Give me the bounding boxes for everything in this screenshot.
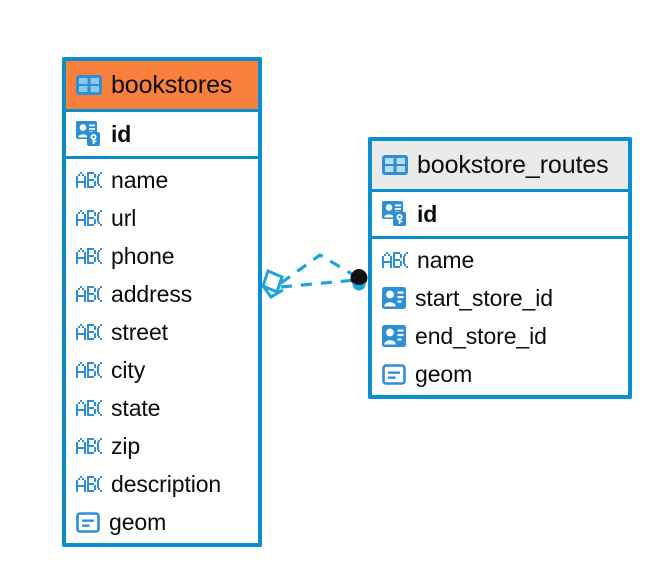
- geometry-icon: [76, 511, 100, 533]
- field-label: state: [111, 394, 161, 421]
- field-label: street: [111, 318, 168, 345]
- primary-key-section: id: [66, 109, 258, 159]
- field-label: id: [111, 120, 132, 147]
- geometry-icon: [382, 363, 406, 385]
- relationship-line-lower: [280, 278, 357, 289]
- field-label: name: [111, 166, 169, 193]
- field-label: city: [111, 356, 146, 383]
- text-abc-icon: [76, 210, 102, 226]
- field-list-bookstore-routes: name start_store_id: [372, 239, 628, 397]
- field-label: id: [417, 200, 438, 227]
- field-row-id[interactable]: id: [66, 112, 258, 156]
- field-row-id[interactable]: id: [372, 192, 628, 236]
- field-row-geom[interactable]: geom: [66, 503, 258, 541]
- field-label: description: [111, 470, 222, 497]
- field-label: geom: [109, 508, 167, 535]
- entity-title: bookstore_routes: [417, 150, 609, 179]
- text-abc-icon: [76, 400, 102, 416]
- field-label: phone: [111, 242, 175, 269]
- field-row-phone[interactable]: phone: [66, 237, 258, 275]
- entity-header-bookstores[interactable]: bookstores: [66, 61, 258, 109]
- primary-key-icon: [76, 121, 100, 146]
- table-grid-icon: [382, 155, 408, 175]
- field-label: url: [111, 204, 137, 231]
- text-abc-icon: [76, 248, 102, 264]
- entity-bookstores[interactable]: bookstores id: [62, 57, 262, 547]
- field-row-description[interactable]: description: [66, 465, 258, 503]
- field-row-city[interactable]: city: [66, 351, 258, 389]
- field-row-start-store-id[interactable]: start_store_id: [372, 279, 628, 317]
- crows-foot-diamond-icon: [261, 268, 284, 299]
- primary-key-icon: [382, 201, 406, 226]
- field-label: geom: [415, 360, 473, 387]
- foreign-key-icon: [382, 325, 406, 347]
- field-row-name[interactable]: name: [66, 161, 258, 199]
- field-row-state[interactable]: state: [66, 389, 258, 427]
- field-label: address: [111, 280, 193, 307]
- field-row-end-store-id[interactable]: end_store_id: [372, 317, 628, 355]
- field-row-name[interactable]: name: [372, 241, 628, 279]
- field-row-zip[interactable]: zip: [66, 427, 258, 465]
- field-label: zip: [111, 432, 141, 459]
- field-list-bookstores: name url: [66, 159, 258, 545]
- entity-header-bookstore-routes[interactable]: bookstore_routes: [372, 141, 628, 189]
- field-label: end_store_id: [415, 322, 547, 349]
- text-abc-icon: [76, 172, 102, 188]
- primary-key-section: id: [372, 189, 628, 239]
- field-row-address[interactable]: address: [66, 275, 258, 313]
- text-abc-icon: [76, 476, 102, 492]
- table-grid-icon: [76, 75, 102, 95]
- relationship-line-upper: [280, 253, 358, 285]
- field-label: start_store_id: [415, 284, 553, 311]
- field-row-geom[interactable]: geom: [372, 355, 628, 393]
- text-abc-icon: [76, 362, 102, 378]
- text-abc-icon: [382, 252, 408, 268]
- foreign-key-icon: [382, 287, 406, 309]
- filled-dot-icon: [350, 269, 368, 291]
- field-label: name: [417, 246, 475, 273]
- text-abc-icon: [76, 286, 102, 302]
- entity-bookstore-routes[interactable]: bookstore_routes id: [368, 137, 632, 399]
- entity-title: bookstores: [111, 70, 233, 99]
- field-row-street[interactable]: street: [66, 313, 258, 351]
- text-abc-icon: [76, 438, 102, 454]
- text-abc-icon: [76, 324, 102, 340]
- field-row-url[interactable]: url: [66, 199, 258, 237]
